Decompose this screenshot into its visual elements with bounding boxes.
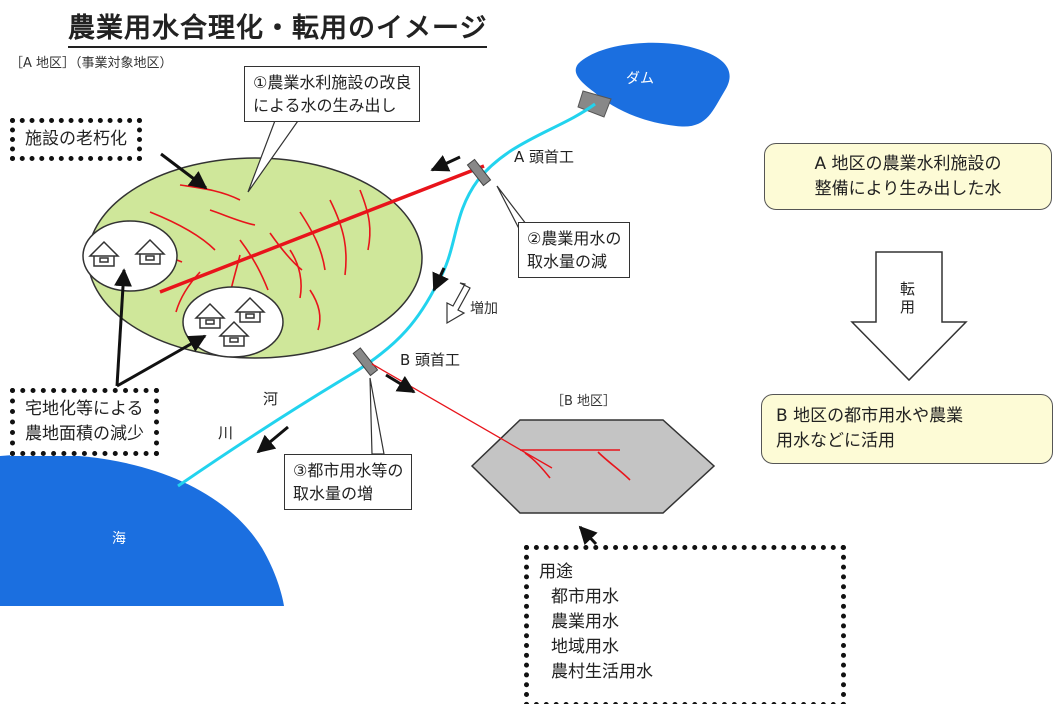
sea-shape <box>0 454 284 606</box>
river-label-1: 河 <box>263 390 279 408</box>
increase-label: 増加 <box>470 301 498 317</box>
transfer-label-2: 用 <box>900 298 916 316</box>
usage-item-4: 農村生活用水 <box>551 662 653 682</box>
transfer-arrow <box>850 251 968 382</box>
right-panel-bottom: B 地区の都市用水や農業 用水などに活用 <box>761 394 1053 464</box>
callout-housing-line2: 農地面積の減少 <box>25 424 144 444</box>
right-panel-bottom-line1: B 地区の都市用水や農業 <box>776 406 964 426</box>
river-label-2: 川 <box>218 424 234 442</box>
callout-aging-text: 施設の老朽化 <box>25 129 127 149</box>
dam-shape <box>575 42 730 127</box>
increase-arrow <box>446 282 471 325</box>
page-title: 農業用水合理化・転用のイメージ <box>68 6 488 48</box>
main-canal <box>159 164 485 294</box>
transfer-label: 転 用 <box>900 280 915 316</box>
usage-box: 用途 都市用水 農業用水 地域用水 農村生活用水 <box>524 545 846 704</box>
headworks-b-label: B 頭首工 <box>400 351 461 369</box>
headworks-b-gate <box>352 347 379 377</box>
callout-decrease-line1: ②農業用水の <box>527 229 622 248</box>
area-b-label: ［B 地区］ <box>551 394 617 409</box>
usage-heading: 用途 <box>539 562 573 582</box>
usage-item-2: 農業用水 <box>551 612 619 632</box>
city-supply-line <box>371 363 553 469</box>
city-area <box>470 419 716 514</box>
arrows <box>114 152 598 546</box>
right-panel-top-line1: A 地区の農業水利施設の <box>814 154 1002 174</box>
callout-decrease-line2: 取水量の減 <box>527 252 608 271</box>
callout-improvement-line1: ①農業水利施設の改良 <box>253 73 412 92</box>
headworks-a-gate <box>466 158 492 187</box>
transfer-label-1: 転 <box>900 280 916 298</box>
callout-decrease: ②農業用水の 取水量の減 <box>518 222 631 278</box>
callout-increase-line1: ③都市用水等の <box>293 461 404 480</box>
headworks-a-label: A 頭首工 <box>514 148 575 166</box>
callout-improvement-line2: による水の生み出し <box>253 96 397 115</box>
house-icons <box>88 238 266 347</box>
callout-housing-line1: 宅地化等による <box>25 399 144 419</box>
callout-housing: 宅地化等による 農地面積の減少 <box>10 388 159 456</box>
callout-increase-line2: 取水量の増 <box>293 484 374 503</box>
right-panel-bottom-line2: 用水などに活用 <box>776 431 895 451</box>
right-panel-top: A 地区の農業水利施設の 整備により生み出した水 <box>764 143 1052 210</box>
city-canals <box>520 449 631 481</box>
area-a-label: ［A 地区］（事業対象地区） <box>10 56 173 71</box>
callout-increase: ③都市用水等の 取水量の増 <box>284 454 413 510</box>
right-panel-top-line2: 整備により生み出した水 <box>814 179 1002 199</box>
dam-label: ダム <box>626 71 654 87</box>
usage-item-3: 地域用水 <box>551 637 619 657</box>
callout-improvement: ①農業水利施設の改良 による水の生み出し <box>244 66 421 122</box>
callout-aging: 施設の老朽化 <box>10 118 142 161</box>
usage-item-1: 都市用水 <box>551 587 619 607</box>
sea-label: 海 <box>112 531 126 547</box>
housing-area-1 <box>82 220 178 292</box>
